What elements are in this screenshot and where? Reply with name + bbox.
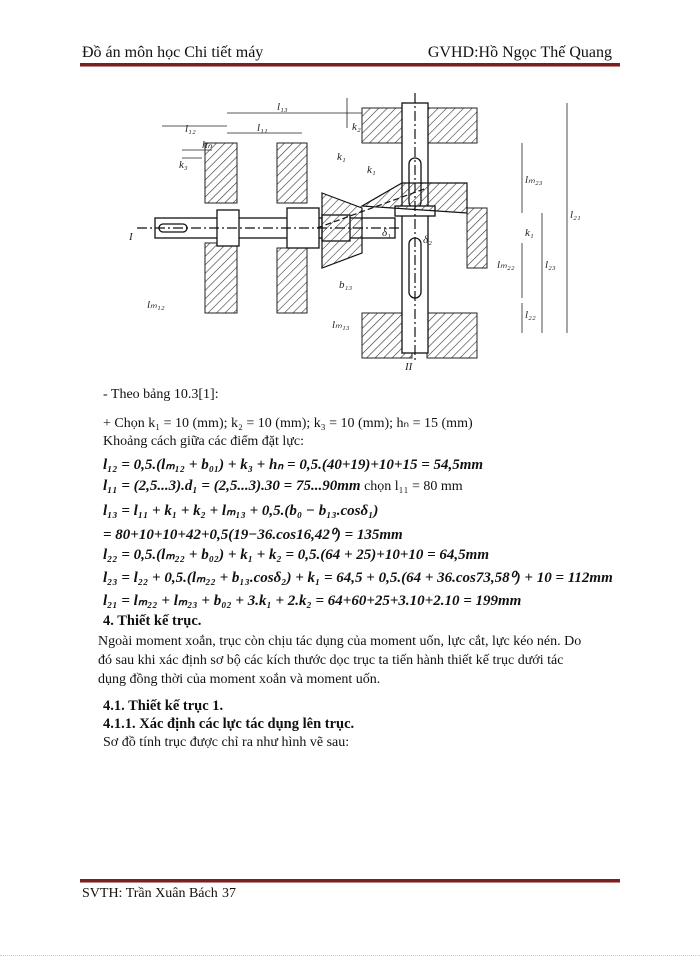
formula-l11-choice: chọn l₁₁ = 80 mm [360,479,463,494]
formula-l13: l₁₃ = l₁₁ + k₁ + k₂ + lₘ₁₃ + 0,5.(b₀ − b… [103,503,379,519]
header-rule [80,63,620,67]
label-shaft-I: I [128,231,134,243]
formula-l22: l₂₂ = 0,5.(lₘ₂₂ + b₀₂) + k₁ + k₂ = 0,5.(… [103,547,490,563]
chosen-values: + Chọn k₁ = 10 (mm); k₂ = 10 (mm); k₃ = … [103,416,473,431]
header-instructor: GVHD:Hồ Ngọc Thế Quang [427,44,612,61]
label-k1-3: k₁ [525,227,534,239]
label-k1-2: k₁ [367,164,376,176]
label-lm12: lₘ₁₂ [147,299,165,311]
formula-l13-value: = 80+10+10+42+0,5(19−36.cos16,42⁰) = 135… [103,527,403,543]
formula-l12: l₁₂ = 0,5.(lₘ₁₂ + b₀₁) + k₃ + hₙ = 0,5.(… [103,457,484,473]
label-l21: l₂₁ [570,209,581,221]
formula-l11: l₁₁ = (2,5...3).d₁ = (2,5...3).30 = 75..… [103,478,463,495]
label-delta1: δ₁ [382,227,391,239]
shaft-assembly-drawing: l₁₂ hₙ k₃ l₁₃ l₁₁ k₂ k₁ k₁ k₁ lₘ₂₃ lₘ₂₂ … [128,93,581,373]
page-edge [0,955,700,956]
paragraph-line: dụng đồng thời của moment xoắn và moment… [98,672,381,687]
section-heading-4-1: 4.1. Thiết kế trục 1. [103,698,224,714]
dimension-lines [162,98,568,333]
label-l23: l₂₃ [545,259,556,271]
formula-l11-main: l₁₁ = (2,5...3).d₁ = (2,5...3).30 = 75..… [103,478,361,494]
header-title: Đồ án môn học Chi tiết máy [82,44,264,61]
label-l11: l₁₁ [257,122,268,134]
label-k3: k₃ [179,159,188,171]
section-heading-4-1-1: 4.1.1. Xác định các lực tác dụng lên trụ… [103,716,355,732]
page-number: 37 [222,886,236,901]
label-b13: b₁₃ [339,279,352,291]
formula-l23: l₂₃ = l₂₂ + 0,5.(lₘ₂₂ + b₁₃.cosδ₂) + k₁ … [103,570,613,586]
distance-intro: Khoảng cách giữa các điểm đặt lực: [103,434,304,449]
label-l22: l₂₂ [525,309,536,321]
bevel-gears [137,93,468,363]
label-hn: hₙ [202,139,213,151]
table-reference: - Theo bảng 10.3[1]: [103,387,219,402]
label-l12: l₁₂ [185,123,196,135]
paragraph-line: đó sau khi xác định sơ bộ các kích thước… [98,653,564,668]
paragraph-line: Ngoài moment xoắn, trục còn chịu tác dụn… [98,634,582,649]
label-k1: k₁ [337,151,346,163]
label-lm23: lₘ₂₃ [525,174,543,186]
label-delta2: δ₂ [423,234,432,246]
label-k2: k₂ [352,121,361,133]
section-heading-4: 4. Thiết kế trục. [103,613,202,629]
figure-intro: Sơ đồ tính trục được chỉ ra như hình vẽ … [103,735,350,750]
label-l13: l₁₃ [277,101,288,113]
label-lm22: lₘ₂₂ [497,259,515,271]
formula-l21: l₂₁ = lₘ₂₂ + lₘ₂₃ + b₀₂ + 3.k₁ + 2.k₂ = … [103,593,522,609]
label-shaft-II: II [404,361,414,373]
footer-author: SVTH: Trần Xuân Bách [82,886,218,901]
label-lm13: lₘ₁₃ [332,319,350,331]
footer-rule [80,879,620,883]
